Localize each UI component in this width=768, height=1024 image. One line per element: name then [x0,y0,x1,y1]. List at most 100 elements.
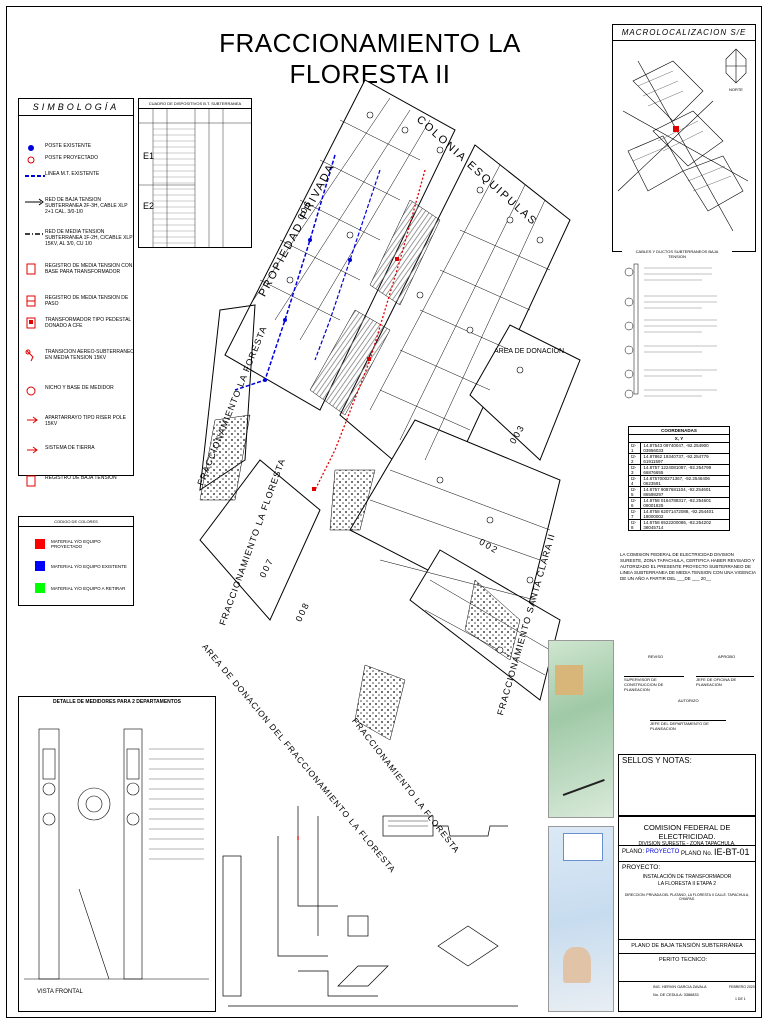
apartarrayo-icon [25,415,45,425]
registro-paso-icon [25,295,45,307]
coordenadas-xy: 14.8758 6522200086, -92.254202 38045714 [640,519,730,531]
cuadro-group-e2: E2 [143,201,154,211]
registro-media-tension-icon [25,263,45,275]
existing-mt-line-2 [314,169,381,361]
hoja: 1 DE 1 [735,997,746,1001]
credential-image-1 [548,640,614,818]
proyecto-line2: LA FLORESTA II ETAPA 2 [657,881,717,887]
poste-proyectado-icon [25,155,45,165]
simbologia-item: POSTE EXISTENTE [25,143,135,153]
site-plan [199,79,581,741]
drawing-frame [6,6,762,1018]
simbologia-label: POSTE EXISTENTE [45,143,92,149]
block-left-strip [199,304,256,492]
cables-title: CABLES Y DUCTOS SUBTERRANEOS BAJA TENSIO… [635,249,719,259]
proyecto-label: PROYECTO: [622,864,661,871]
color-swatch [35,561,45,571]
simbologia-label: REGISTRO DE MEDIA TENSION CON BASE PARA … [45,263,133,275]
coordenadas-xy: 14.8757 9087681104, -92.254601 86598297 [640,486,730,498]
color-code-item: MATERIAL Y/O EQUIPO A RETIRAR [35,583,125,593]
color-code-label: MATERIAL Y/O EQUIPO PROYECTADO [50,539,101,549]
macro-title: MACROLOCALIZACION S/E [613,25,755,41]
coordenadas-header: X, Y [628,434,730,443]
color-code-item: MATERIAL Y/O EQUIPO PROYECTADO [35,539,133,549]
registro-baja-icon [25,475,45,487]
simbologia-item: APARTARRAYO TIPO RISER POLE 15KV [25,415,135,427]
plano-no-value: IE-BT-01 [714,847,750,857]
simbologia-label: RED DE BAJA TENSION SUBTERRANEA 2F-3H, C… [45,197,128,215]
cuadro-group-e1: E1 [143,151,154,161]
simbologia-label: APARTARRAYO TIPO RISER POLE 15KV [45,415,126,427]
coordenadas-id: t2-7 [627,508,642,520]
coordenadas-id: t2-8 [627,519,642,531]
title-block: COMISION FEDERAL DE ELECTRICIDAD. DIVISI… [618,816,756,1012]
vista-frontal-label: VISTA FRONTAL [37,989,83,995]
perito-label: PERITO TECNICO: [659,957,708,963]
plano-no-label: PLANO No. [681,851,713,857]
colores-title: CODIGO DE COLORES [19,517,133,527]
nicho-medidor-icon [25,385,45,396]
certificacion-block: LA COMISION FEDERAL DE ELECTRICIDAD DIVI… [620,552,756,731]
sellos-label: SELLOS Y NOTAS: [622,756,692,765]
red-media-tension-icon [25,229,45,239]
transformador-icon [25,317,45,329]
stone-area-3 [464,579,521,661]
stone-area-2 [329,469,376,531]
credential-image-2 [548,826,614,1012]
hatched-area-2 [309,309,391,416]
sign-jefe-departamento: JEFE DEL DEPARTAMENTO DE PLANEACION [650,720,726,731]
coordenadas-id: t2-1 [627,442,642,454]
north-label: NORTE [729,87,743,92]
simbologia-item: REGISTRO DE MEDIA TENSION DE PASO [25,295,135,307]
simbologia-label: REGISTRO DE MEDIA TENSION DE PASO [45,295,129,307]
simbologia-label: TRANSFORMADOR TIPO PEDESTAL DONADO A CFE [45,317,132,329]
coordenadas-xy: 14.8758 0164788317, -92.254601 09001825 [640,497,730,509]
proyecto-line1: INSTALACIÓN DE TRANSFORMADOR [642,874,732,880]
simbologia-item: NICHO Y BASE DE MEDIDOR [25,385,135,396]
simbologia-item: POSTE PROYECTADO [25,155,135,165]
simbologia-label: RED DE MEDIA TENSION SUBTERRANEA 1F-2H, … [45,229,133,247]
cuadro-dispositivos: CUADRO DE DISPOSITIVOS B.T. SUBTERRANEA … [138,98,252,248]
cfe-name: COMISION FEDERAL DE ELECTRICIDAD. [643,823,731,841]
detalle-medidores-panel: DETALLE DE MEDIDORES PARA 2 DEPARTAMENTO… [18,696,216,1012]
stone-area-4 [354,664,406,741]
fecha: FEBRERO 2020 [729,985,755,989]
aprobo-label: APROBO [718,654,736,659]
tierra-icon [25,445,45,455]
existing-mt-line [234,154,336,391]
codigo-colores-panel: CODIGO DE COLORES MATERIAL Y/O EQUIPO PR… [18,516,134,606]
color-swatch [35,583,45,593]
ducto-details [222,806,518,1007]
simbologia-label: REGISTRO DE BAJA TENSION [45,475,117,481]
simbologia-item: REGISTRO DE BAJA TENSION [25,475,135,487]
cables-ductos-panel: CABLES Y DUCTOS SUBTERRANEOS BAJA TENSIO… [622,248,732,418]
color-code-label: MATERIAL Y/O EQUIPO A RETIRAR [51,585,126,591]
detalle-title: DETALLE DE MEDIDORES PARA 2 DEPARTAMENTO… [53,699,181,705]
simbologia-title: SIMBOLOGÍA [19,99,133,116]
reviso-label: REVISO [648,654,664,659]
coordenadas-xy: 14.87543 09740047, -92.254900 03956033 [640,442,730,454]
simbologia-item: LINEA M.T. EXISTENTE [25,171,135,181]
hatched-area-1 [369,199,441,306]
cedula: No. DE CEDULA: 3386833 [653,993,699,997]
color-code-item: MATERIAL Y/O EQUIPO EXISTENTE [35,561,127,571]
autorizo-label: AUTORIZO [678,698,699,703]
sign-supervisor: SUPERVISOR DE CONSTRUCCION DE PLANEACION [624,676,684,692]
detalle-drawing: VISTA FRONTAL [24,728,209,995]
simbologia-label: NICHO Y BASE DE MEDIDOR [45,385,114,391]
transicion-icon [25,349,45,362]
simbologia-item: SISTEMA DE TIERRA [25,445,135,455]
simbologia-panel: SIMBOLOGÍA POSTE EXISTENTE POSTE PROYECTA… [18,98,135,487]
stone-area-1 [199,414,251,501]
cables-drawing [624,263,717,399]
cfe-division: DIVISION SURESTE - ZONA TAPACHULA. [638,841,736,847]
coordenadas-xy: 14.8757 1224081087, -92.254799 66876655 [640,464,730,476]
poste-existente-icon [25,143,45,153]
